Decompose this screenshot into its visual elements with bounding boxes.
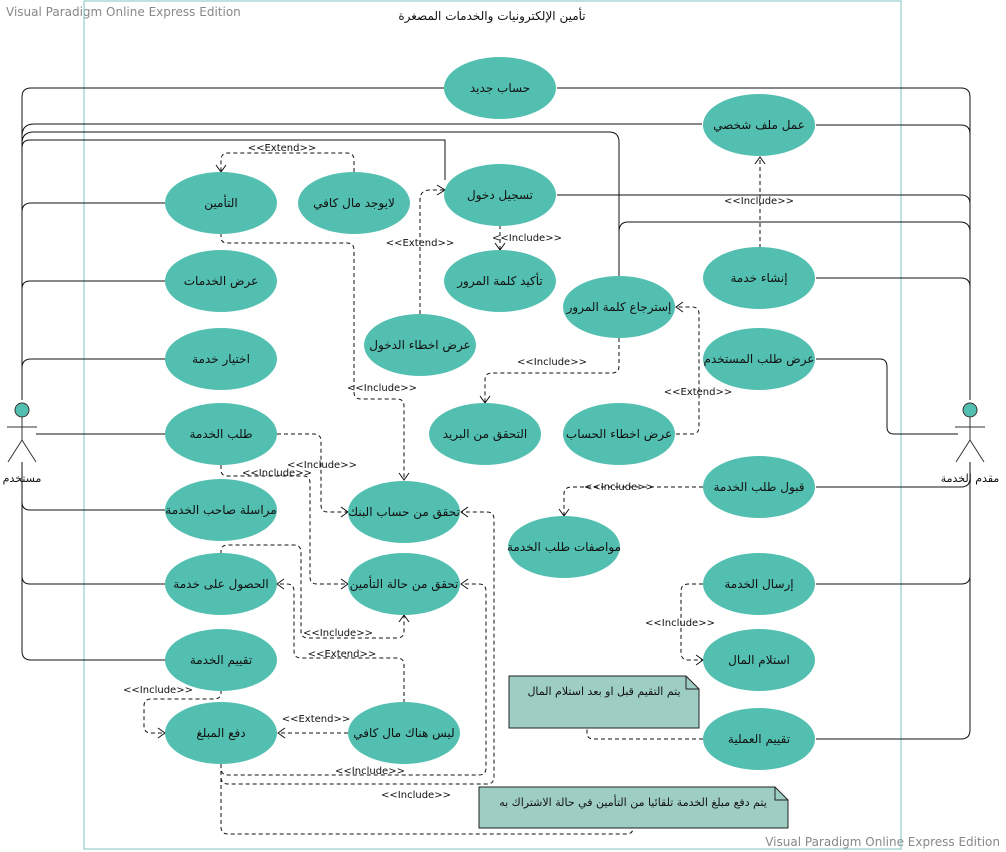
svg-text:إنشاء خدمة: إنشاء خدمة [730, 271, 787, 285]
svg-text:تأكيد كلمة المرور: تأكيد كلمة المرور [456, 272, 542, 289]
label-include-confirm: <<Include>> [492, 233, 562, 244]
svg-text:إرسال الخدمة: إرسال الخدمة [724, 577, 793, 592]
actor-provider[interactable]: مقدم الخدمة [941, 402, 1000, 485]
use-case-accept-request[interactable]: قبول طلب الخدمة [703, 456, 815, 518]
use-case-insurance[interactable]: التأمين [165, 172, 277, 234]
use-case-verify-bank[interactable]: تحقق من حساب البنك [348, 481, 460, 543]
watermark-bottom: Visual Paradigm Online Express Edition [765, 835, 1000, 849]
svg-text:تحقق من حالة التأمين: تحقق من حالة التأمين [350, 575, 459, 592]
system-boundary [83, 0, 902, 850]
svg-text:عرض اخطاء الدخول: عرض اخطاء الدخول [369, 338, 470, 353]
svg-text:الحصول على خدمة: الحصول على خدمة [173, 577, 268, 592]
label-extend-login: <<Extend>> [386, 238, 455, 249]
actor-provider-label: مقدم الخدمة [941, 472, 1000, 485]
associations [21, 87, 971, 740]
actor-provider-head [962, 402, 978, 418]
svg-text:لايوجد مال كافي: لايوجد مال كافي [313, 196, 395, 211]
use-case-pay-amount[interactable]: دفع المبلغ [165, 702, 277, 764]
label-include-pay: <<Include>> [123, 685, 193, 696]
note-rating-text: يتم التقيم قبل او بعد استلام المال [527, 685, 680, 698]
svg-text:مواصفات طلب الخدمة: مواصفات طلب الخدمة [507, 540, 621, 555]
use-case-verify-insurance[interactable]: تحقق من حالة التأمين [348, 553, 460, 615]
label-include-pay-bank: <<Include>> [381, 790, 451, 801]
use-case-not-enough-money[interactable]: ليس هناك مال كافي [348, 702, 460, 764]
svg-text:التحقق من البريد: التحقق من البريد [443, 427, 528, 442]
label-extend-no-money: <<Extend>> [248, 143, 317, 154]
use-case-verify-email[interactable]: التحقق من البريد [429, 403, 541, 465]
label-extend-pay: <<Extend>> [282, 714, 351, 725]
label-include-profile: <<Include>> [724, 196, 794, 207]
stereotype-labels: <<Extend>> <<Include>> <<Include>> <<Ext… [123, 143, 794, 801]
use-case-no-money[interactable]: لايوجد مال كافي [298, 172, 410, 234]
note-rating[interactable]: يتم التقيم قبل او بعد استلام المال [508, 675, 700, 729]
label-include-specs: <<Include>> [584, 482, 654, 493]
svg-text:تحقق من حساب البنك: تحقق من حساب البنك [348, 505, 460, 520]
svg-text:قبول طلب الخدمة: قبول طلب الخدمة [713, 480, 804, 495]
svg-text:التأمين: التأمين [204, 194, 237, 211]
svg-text:تقييم الخدمة: تقييم الخدمة [190, 653, 252, 667]
use-case-profile[interactable]: عمل ملف شخصي [703, 94, 815, 156]
svg-text:عرض الخدمات: عرض الخدمات [184, 274, 259, 289]
note-payment[interactable]: يتم دفع مبلغ الخدمة تلقائيا من التأمين ف… [478, 786, 789, 829]
use-case-new-account[interactable]: حساب جديد [444, 57, 556, 119]
watermark-top: Visual Paradigm Online Express Edition [6, 5, 241, 19]
use-case-create-service[interactable]: إنشاء خدمة [703, 247, 815, 309]
use-cases: حساب جديد عمل ملف شخصي تسجيل دخول التأمي… [165, 57, 815, 770]
use-case-request-service[interactable]: طلب الخدمة [165, 403, 277, 465]
label-include-bank-request: <<Include>> [287, 460, 357, 471]
svg-text:إسترجاع كلمة المرور: إسترجاع كلمة المرور [566, 300, 672, 315]
svg-text:حساب جديد: حساب جديد [470, 81, 530, 95]
use-case-recover-password[interactable]: إسترجاع كلمة المرور [563, 276, 675, 338]
system-title: تأمين الإلكترونيات والخدمات المصغرة [398, 7, 585, 24]
svg-text:عرض اخطاء الحساب: عرض اخطاء الحساب [566, 427, 672, 442]
use-case-send-service[interactable]: إرسال الخدمة [703, 553, 815, 615]
use-case-message-owner[interactable]: مراسلة صاحب الخدمة [165, 479, 277, 541]
svg-text:طلب الخدمة: طلب الخدمة [189, 427, 252, 441]
svg-text:تسجيل دخول: تسجيل دخول [467, 188, 533, 203]
svg-text:ليس هناك مال كافي: ليس هناك مال كافي [353, 726, 454, 741]
use-case-request-specs[interactable]: مواصفات طلب الخدمة [507, 516, 621, 578]
use-case-choose-service[interactable]: اختيار خدمة [165, 328, 277, 390]
actor-user[interactable]: مستخدم [3, 402, 42, 485]
svg-text:دفع المبلغ: دفع المبلغ [196, 726, 245, 740]
actor-user-label: مستخدم [3, 472, 42, 485]
svg-text:مراسلة صاحب الخدمة: مراسلة صاحب الخدمة [165, 503, 276, 518]
note-payment-text: يتم دفع مبلغ الخدمة تلقائيا من التأمين ف… [499, 794, 767, 809]
label-include-insurance-request: <<Include>> [242, 468, 312, 479]
dependencies [143, 152, 766, 835]
use-case-rate-service[interactable]: تقييم الخدمة [165, 629, 277, 691]
label-include-receive: <<Include>> [645, 618, 715, 629]
svg-text:تقييم العملية: تقييم العملية [728, 732, 790, 746]
label-extend-recover: <<Extend>> [664, 387, 733, 398]
svg-text:اختيار خدمة: اختيار خدمة [192, 352, 250, 367]
actor-user-head [14, 402, 30, 418]
use-case-login[interactable]: تسجيل دخول [444, 164, 556, 226]
use-case-login-errors[interactable]: عرض اخطاء الدخول [364, 314, 476, 376]
label-include-pay-insurance: <<Include>> [335, 766, 405, 777]
use-case-confirm-password[interactable]: تأكيد كلمة المرور [444, 250, 556, 312]
svg-text:عرض طلب المستخدم: عرض طلب المستخدم [704, 352, 815, 367]
use-case-receive-money[interactable]: استلام المال [703, 629, 815, 691]
svg-text:استلام المال: استلام المال [728, 653, 790, 667]
use-case-get-service[interactable]: الحصول على خدمة [165, 553, 277, 615]
label-include-email: <<Include>> [517, 357, 587, 368]
use-case-account-errors[interactable]: عرض اخطاء الحساب [563, 403, 675, 465]
svg-text:عمل ملف شخصي: عمل ملف شخصي [713, 118, 805, 132]
label-include-bank-insurance: <<Include>> [347, 383, 417, 394]
label-include-get-service: <<Include>> [303, 628, 373, 639]
use-case-rate-operation[interactable]: تقييم العملية [703, 708, 815, 770]
use-case-show-services[interactable]: عرض الخدمات [165, 250, 277, 312]
label-extend-get-service: <<Extend>> [308, 649, 377, 660]
use-case-show-user-request[interactable]: عرض طلب المستخدم [703, 328, 815, 390]
